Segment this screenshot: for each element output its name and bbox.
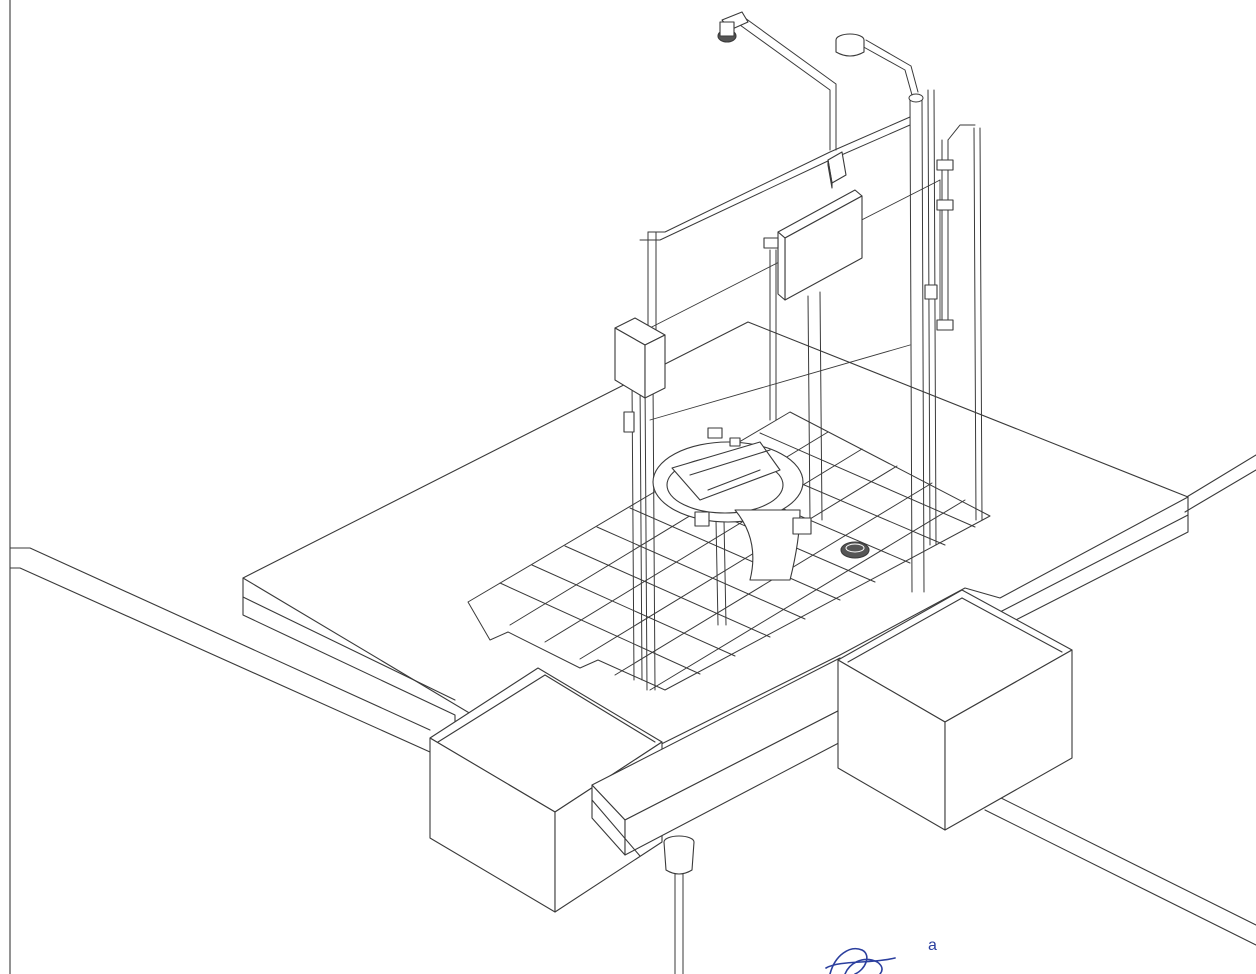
drain-cup — [664, 836, 694, 874]
signature-text: a — [928, 937, 937, 954]
right-footing — [838, 590, 1072, 830]
light-fixture-right — [836, 34, 864, 56]
cistern — [764, 190, 862, 300]
pipe-fittings — [925, 160, 953, 330]
pipes — [632, 18, 982, 974]
electrical-panel — [615, 318, 665, 432]
light-fixture-left — [718, 12, 748, 42]
ground-beams — [10, 455, 1256, 945]
junction-box — [828, 152, 846, 188]
wash-basin — [653, 428, 811, 580]
center-beam — [592, 658, 873, 856]
signature-stamp: a — [826, 937, 937, 974]
